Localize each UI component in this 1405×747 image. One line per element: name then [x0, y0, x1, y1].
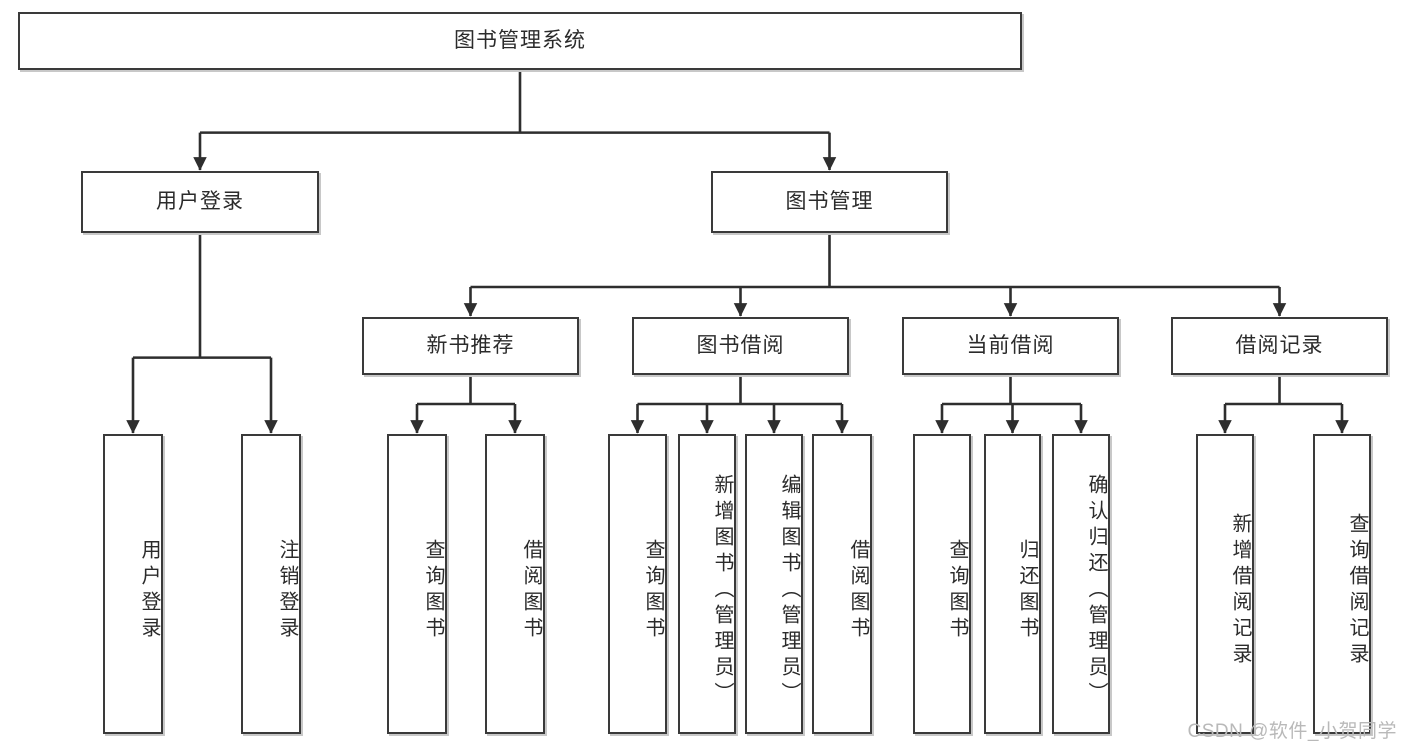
node-leaf-logout[interactable]: 注销登录 — [241, 434, 301, 734]
node-label: 编辑图书（管理员） — [778, 474, 800, 708]
node-label: 借阅记录 — [1235, 334, 1324, 358]
node-label: 当前借阅 — [966, 334, 1055, 358]
node-label: 借阅图书 — [847, 539, 869, 643]
node-borrow-record[interactable]: 借阅记录 — [1171, 317, 1388, 375]
node-label: 用户登录 — [156, 190, 244, 214]
node-current-borrow[interactable]: 当前借阅 — [902, 317, 1119, 375]
node-leaf-add-record[interactable]: 新增借阅记录 — [1196, 434, 1254, 734]
node-label: 查询图书 — [946, 539, 968, 643]
node-leaf-confirm-return[interactable]: 确认归还（管理员） — [1052, 434, 1110, 734]
node-label: 新增图书（管理员） — [711, 474, 733, 708]
node-label: 注销登录 — [276, 539, 298, 643]
node-label: 确认归还（管理员） — [1085, 474, 1107, 708]
csdn-watermark: CSDN @软件_小贺同学 — [1187, 721, 1397, 742]
node-user-login[interactable]: 用户登录 — [81, 171, 319, 233]
node-leaf-return-book[interactable]: 归还图书 — [984, 434, 1041, 734]
node-leaf-query-book-c[interactable]: 查询图书 — [913, 434, 971, 734]
node-leaf-add-book[interactable]: 新增图书（管理员） — [678, 434, 736, 734]
node-label: 用户登录 — [138, 539, 160, 643]
node-leaf-borrow-book-b[interactable]: 借阅图书 — [812, 434, 872, 734]
node-book-manage[interactable]: 图书管理 — [711, 171, 948, 233]
node-label: 新书推荐 — [426, 334, 515, 358]
node-label: 图书管理 — [785, 190, 874, 214]
node-label: 借阅图书 — [520, 539, 542, 643]
node-label: 图书管理系统 — [454, 29, 586, 53]
node-leaf-user-login[interactable]: 用户登录 — [103, 434, 163, 734]
node-leaf-edit-book[interactable]: 编辑图书（管理员） — [745, 434, 803, 734]
node-leaf-query-book-a[interactable]: 查询图书 — [387, 434, 447, 734]
node-label: 查询图书 — [642, 539, 664, 643]
node-new-book-recommend[interactable]: 新书推荐 — [362, 317, 579, 375]
node-leaf-query-record[interactable]: 查询借阅记录 — [1313, 434, 1371, 734]
node-label: 图书借阅 — [696, 334, 785, 358]
node-label: 归还图书 — [1016, 539, 1038, 643]
node-label: 新增借阅记录 — [1229, 513, 1251, 669]
node-label: 查询图书 — [422, 539, 444, 643]
node-book-borrow[interactable]: 图书借阅 — [632, 317, 849, 375]
node-leaf-borrow-book-a[interactable]: 借阅图书 — [485, 434, 545, 734]
node-root[interactable]: 图书管理系统 — [18, 12, 1022, 70]
node-label: 查询借阅记录 — [1346, 513, 1368, 669]
node-leaf-query-book-b[interactable]: 查询图书 — [608, 434, 667, 734]
